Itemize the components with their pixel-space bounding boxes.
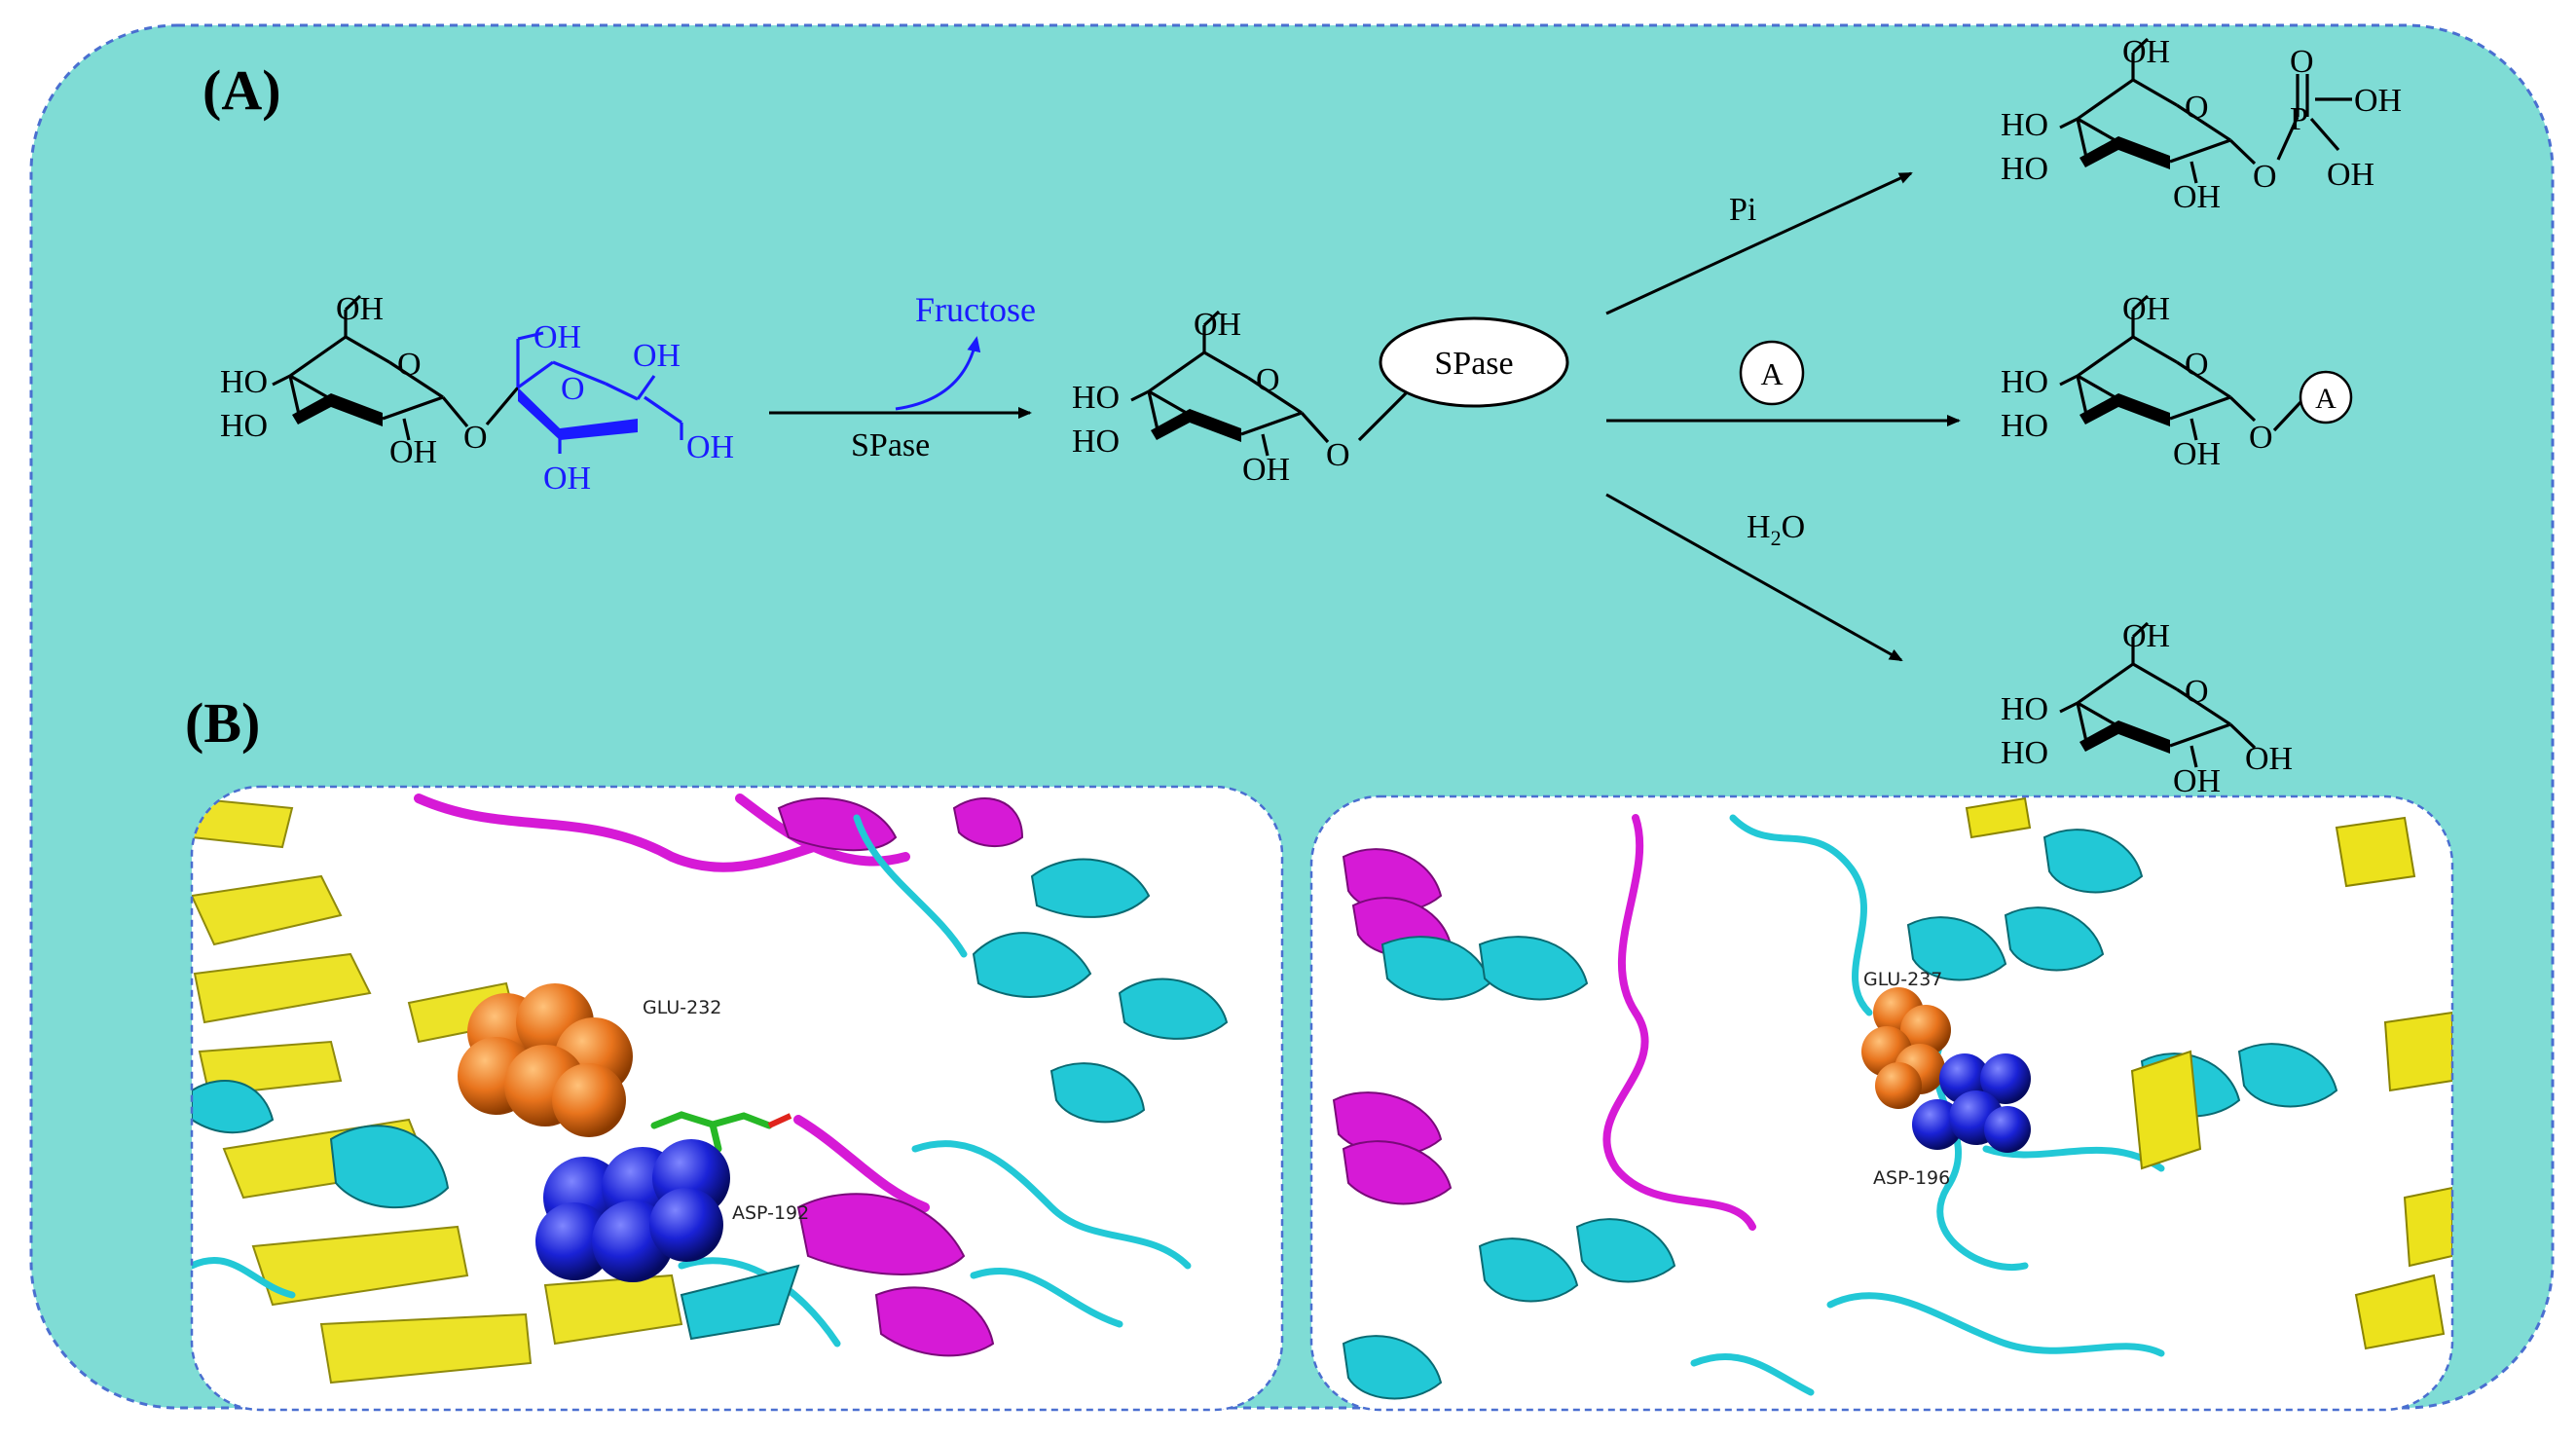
atom-oh: OH	[2122, 618, 2170, 654]
glu-232-spheres	[458, 983, 633, 1137]
atom-oh: OH	[2173, 179, 2221, 215]
pi-label: Pi	[1729, 192, 1756, 228]
panel-label-a: (A)	[202, 58, 281, 122]
spase-enzyme-label: SPase	[1434, 346, 1513, 382]
sucrose-structure: HO HO OH O OH O OH O OH OH OH	[220, 291, 734, 497]
atom-oh: OH	[534, 319, 581, 355]
atom-oh: OH	[1242, 452, 1290, 488]
atom-oh: OH	[686, 429, 734, 465]
atom-oh: OH	[2354, 83, 2402, 119]
atom-ho: HO	[2001, 151, 2048, 187]
asp-196-label: ASP-196	[1873, 1167, 1950, 1189]
atom-oh: OH	[2173, 436, 2221, 472]
atom-p: P	[2290, 101, 2308, 137]
atom-o: O	[1326, 437, 1350, 473]
atom-o: O	[397, 347, 422, 383]
glu-237-spheres	[1861, 987, 1951, 1109]
atom-ho: HO	[2001, 107, 2048, 143]
atom-oh: OH	[389, 434, 437, 470]
atom-oh: OH	[2245, 741, 2293, 777]
spase-enzyme-ellipse	[1379, 316, 1569, 408]
protein-structure-right: GLU-237 ASP-196	[1309, 794, 2454, 1412]
atom-o: O	[2253, 159, 2277, 195]
atom-ho: HO	[220, 364, 268, 400]
glu-237-label: GLU-237	[1863, 969, 1942, 990]
asp-192-spheres	[535, 1139, 730, 1282]
atom-o: O	[2185, 347, 2209, 383]
fructose-release-arrow	[895, 336, 981, 411]
atom-oh: OH	[2173, 763, 2221, 799]
spase-label: SPase	[851, 427, 930, 463]
atom-ho: HO	[1072, 380, 1120, 416]
atom-ho: HO	[2001, 735, 2048, 771]
atom-ho: HO	[220, 408, 268, 444]
glucosyl-enzyme-intermediate: HO HO OH O OH O SPase	[1072, 307, 1569, 488]
atom-o: O	[463, 420, 488, 456]
arrow-to-phosphate	[1605, 171, 1913, 315]
atom-oh: OH	[2122, 291, 2170, 327]
acceptor-label: A	[1760, 356, 1783, 391]
atom-ho: HO	[1072, 424, 1120, 460]
atom-o: O	[2249, 420, 2273, 456]
glucose-1-phosphate: HO HO OH O OH O O P OH OH	[2001, 34, 2402, 215]
glucose-product: HO HO OH O OH OH	[2001, 618, 2293, 799]
acceptor-circle	[1739, 340, 1805, 406]
atom-o: O	[2290, 44, 2314, 80]
asp-196-spheres	[1912, 1053, 2031, 1153]
atom-ho: HO	[2001, 408, 2048, 444]
arrow-to-glucose	[1605, 493, 1903, 662]
atom-oh: OH	[543, 461, 591, 497]
acceptor-product-label: A	[2315, 383, 2337, 415]
glu-232-label: GLU-232	[643, 997, 721, 1018]
atom-oh: OH	[633, 338, 681, 374]
atom-oh: OH	[1194, 307, 1241, 343]
atom-oh: OH	[2122, 34, 2170, 70]
water-label: H2O	[1747, 509, 1805, 550]
atom-ho: HO	[2001, 364, 2048, 400]
atom-o: O	[561, 371, 585, 407]
atom-o: O	[1256, 362, 1280, 398]
atom-oh: OH	[2327, 157, 2374, 193]
asp-192-label: ASP-192	[732, 1202, 809, 1224]
panel-label-b: (B)	[185, 691, 260, 755]
atom-o: O	[2185, 674, 2209, 710]
atom-oh: OH	[336, 291, 384, 327]
fructose-label: Fructose	[915, 290, 1036, 329]
atom-ho: HO	[2001, 691, 2048, 727]
glucoside-product: HO HO OH O OH O A	[2001, 291, 2353, 472]
atom-o: O	[2185, 90, 2209, 126]
protein-structure-left: GLU-232 ASP-192	[190, 785, 1284, 1412]
